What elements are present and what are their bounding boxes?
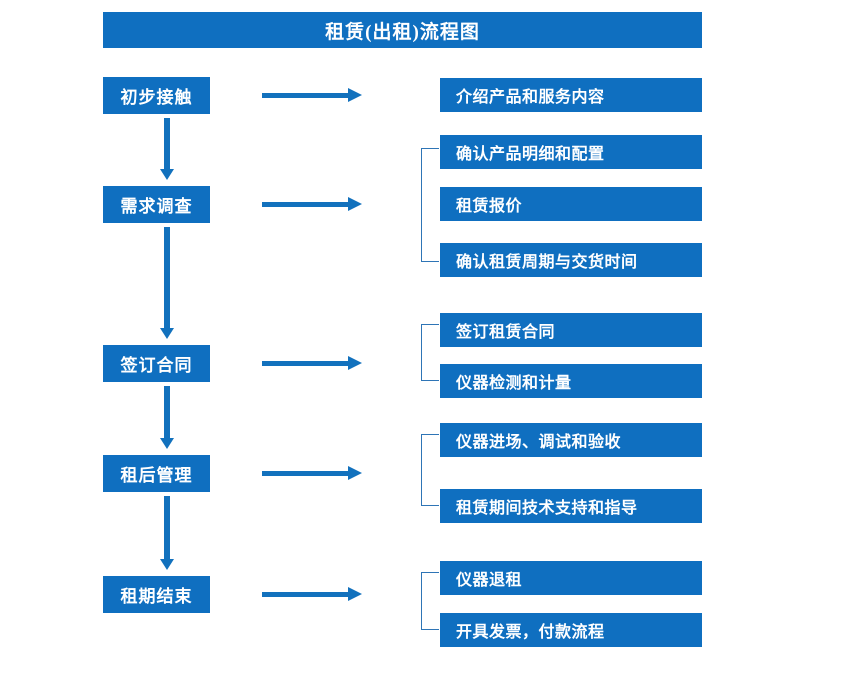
arrow-shaft [164,496,170,559]
detail-box-2[interactable]: 确认产品明细和配置 [440,135,702,169]
arrow-shaft [164,118,170,169]
arrow-down-2-icon [160,227,174,339]
arrow-head [348,356,362,370]
stage-box-5[interactable]: 租期结束 [103,576,210,613]
detail-box-8[interactable]: 租赁期间技术支持和指导 [440,489,702,523]
stage-box-3[interactable]: 签订合同 [103,345,210,382]
stage-box-1[interactable]: 初步接触 [103,77,210,114]
arrow-right-1-icon [262,88,362,102]
arrow-right-4-icon [262,466,362,480]
arrow-shaft [262,361,350,366]
arrow-right-3-icon [262,356,362,370]
arrow-head [160,328,174,339]
detail-box-6[interactable]: 仪器检测和计量 [440,364,702,398]
arrow-shaft [164,386,170,438]
arrow-head [348,466,362,480]
arrow-shaft [262,471,350,476]
detail-box-1[interactable]: 介绍产品和服务内容 [440,78,702,112]
detail-box-4[interactable]: 确认租赁周期与交货时间 [440,243,702,277]
bracket-demand [421,148,439,262]
arrow-head [348,88,362,102]
arrow-shaft [262,592,350,597]
arrow-head [160,169,174,180]
stage-box-2[interactable]: 需求调查 [103,186,210,223]
arrow-down-1-icon [160,118,174,180]
stage-box-4[interactable]: 租后管理 [103,455,210,492]
bracket-contract [421,324,439,381]
arrow-right-5-icon [262,587,362,601]
arrow-down-4-icon [160,496,174,570]
detail-box-3[interactable]: 租赁报价 [440,187,702,221]
arrow-shaft [262,93,350,98]
arrow-head [348,587,362,601]
bracket-end [421,572,439,630]
bracket-manage [421,434,439,506]
detail-box-10[interactable]: 开具发票，付款流程 [440,613,702,647]
detail-box-7[interactable]: 仪器进场、调试和验收 [440,423,702,457]
arrow-head [348,197,362,211]
arrow-shaft [164,227,170,328]
detail-box-5[interactable]: 签订租赁合同 [440,313,702,347]
detail-box-9[interactable]: 仪器退租 [440,561,702,595]
arrow-down-3-icon [160,386,174,449]
arrow-head [160,559,174,570]
arrow-shaft [262,202,350,207]
arrow-head [160,438,174,449]
page-title: 租赁(出租)流程图 [103,12,702,48]
arrow-right-2-icon [262,197,362,211]
